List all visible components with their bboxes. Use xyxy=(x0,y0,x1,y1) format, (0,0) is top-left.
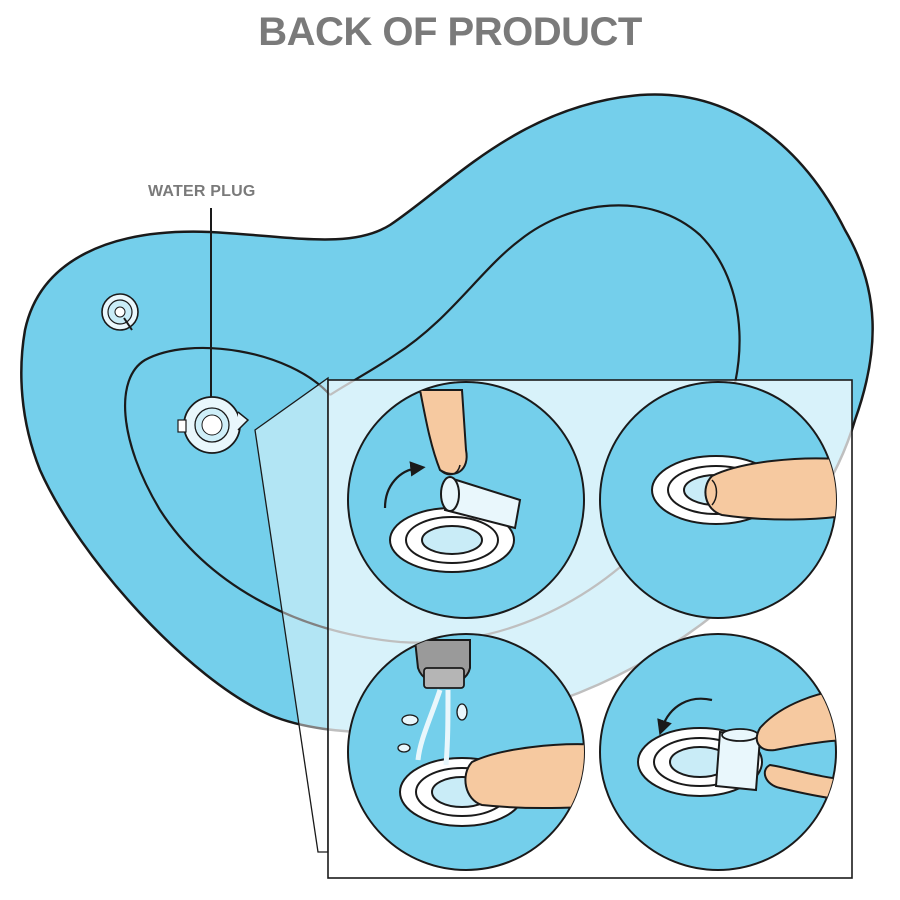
step-1-pull-cap xyxy=(347,381,585,619)
air-valve-icon xyxy=(101,293,139,331)
step-2-press-valve xyxy=(599,381,837,619)
water-plug-label: WATER PLUG xyxy=(148,183,256,200)
page-title: BACK OF PRODUCT xyxy=(258,10,642,54)
water-plug-icon xyxy=(177,396,250,454)
step-3-fill-water xyxy=(347,633,585,871)
step-4-close-cap xyxy=(599,633,837,871)
